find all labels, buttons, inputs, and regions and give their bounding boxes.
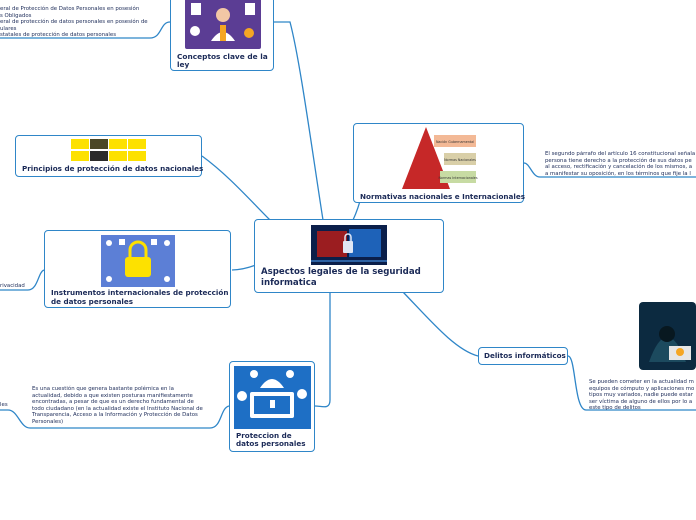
note-line: tipos muy variados, nadie puede estar: [589, 392, 693, 399]
node-proteccion[interactable]: Proteccion de datos personales: [229, 361, 315, 452]
note-delitos: Se pueden cometer en la actualidad m equ…: [589, 379, 696, 412]
conceptos-illustration: [185, 0, 261, 49]
note-line: persona tiene derecho a la protección de…: [545, 157, 692, 164]
note-line: Transparencia, Acceso a la Información y…: [32, 412, 198, 419]
note-proteccion: Es una cuestión que genera bastante polé…: [32, 386, 217, 426]
link-note-proteccion-left: [0, 409, 31, 429]
note-line: a manifestar su oposición, en los términ…: [545, 170, 691, 177]
instrumentos-title: Instrumentos internacionales de protecci…: [51, 288, 229, 306]
conceptos-title: Conceptos clave de la ley: [177, 52, 268, 70]
central-illustration: [311, 225, 387, 265]
note-line: al acceso, rectificación y cancelación d…: [545, 164, 693, 171]
note-line: statales de protección de datos personal…: [0, 32, 117, 39]
principios-title: Principios de protección de datos nacion…: [22, 164, 204, 173]
note-line: rivacidad: [0, 283, 25, 289]
link-conceptos: [274, 21, 324, 221]
note-line: actualidad, debido a que existen postura…: [32, 392, 193, 399]
normativas-title: Normativas nacionales e Internacionales: [360, 192, 526, 201]
note-line: todo ciudadano (en la actualidad existe …: [32, 405, 203, 412]
pyramid-label: Normas Nacionales: [444, 158, 476, 162]
note-line: equipos de cómputo y aplicaciones mo: [589, 385, 695, 392]
node-principios[interactable]: Principios de protección de datos nacion…: [15, 135, 204, 177]
note-line: eral de Protección de Datos Personales e…: [0, 6, 140, 12]
node-instrumentos[interactable]: Instrumentos internacionales de protecci…: [44, 230, 231, 308]
node-delitos[interactable]: Delitos informáticos: [478, 347, 568, 365]
principios-illustration: [71, 139, 146, 161]
node-normativas[interactable]: Nación Gubernamental Normas Nacionales N…: [353, 123, 526, 203]
pyramid-label: Nación Gubernamental: [436, 140, 474, 144]
node-central[interactable]: Aspectos legales de la seguridad informa…: [254, 219, 444, 293]
node-conceptos[interactable]: Conceptos clave de la ley: [170, 0, 274, 71]
instrumentos-illustration: [101, 235, 175, 287]
link-note-normativas: [523, 162, 696, 178]
link-note-proteccion: [30, 405, 230, 429]
link-note-delitos: [567, 355, 696, 411]
note-line: Personales): [32, 418, 64, 425]
link-instrumentos: [231, 264, 257, 271]
note-line: Es una cuestión que genera bastante polé…: [32, 386, 174, 392]
pyramid-label: Normas Internacionales: [438, 176, 477, 180]
note-line: s Obligados: [0, 12, 32, 19]
link-delitos: [402, 291, 479, 357]
note-line: El segundo párrafo del artículo 16 const…: [545, 151, 696, 157]
link-note-instrumentos: [0, 269, 45, 291]
note-line: este tipo de delitos: [589, 405, 641, 412]
note-line: ulares: [0, 25, 17, 32]
link-principios: [201, 155, 271, 221]
delitos-title: Delitos informáticos: [484, 351, 566, 360]
note-line: eral de protección de datos personales e…: [0, 19, 148, 26]
note-line: ser víctima de alguno de ellos por lo a: [589, 398, 693, 405]
note-conceptos: eral de Protección de Datos Personales e…: [0, 6, 160, 39]
note-line: Se pueden cometer en la actualidad m: [589, 379, 694, 385]
proteccion-illustration: [234, 366, 311, 429]
proteccion-title: Proteccion de datos personales: [236, 431, 306, 449]
note-instrumentos: rivacidad: [0, 283, 40, 290]
central-title: Aspectos legales de la seguridad informa…: [261, 267, 421, 288]
note-line: encontradas, a pesar de que es un derech…: [32, 399, 194, 406]
pyramid-illustration: Nación Gubernamental Normas Nacionales N…: [402, 127, 478, 189]
link-proteccion: [314, 292, 331, 408]
note-line: les: [0, 402, 8, 408]
note-normativas: El segundo párrafo del artículo 16 const…: [545, 151, 696, 177]
hacker-illustration: [639, 302, 696, 370]
link-note-conceptos: [0, 21, 171, 39]
note-proteccion-left: les: [0, 402, 20, 409]
